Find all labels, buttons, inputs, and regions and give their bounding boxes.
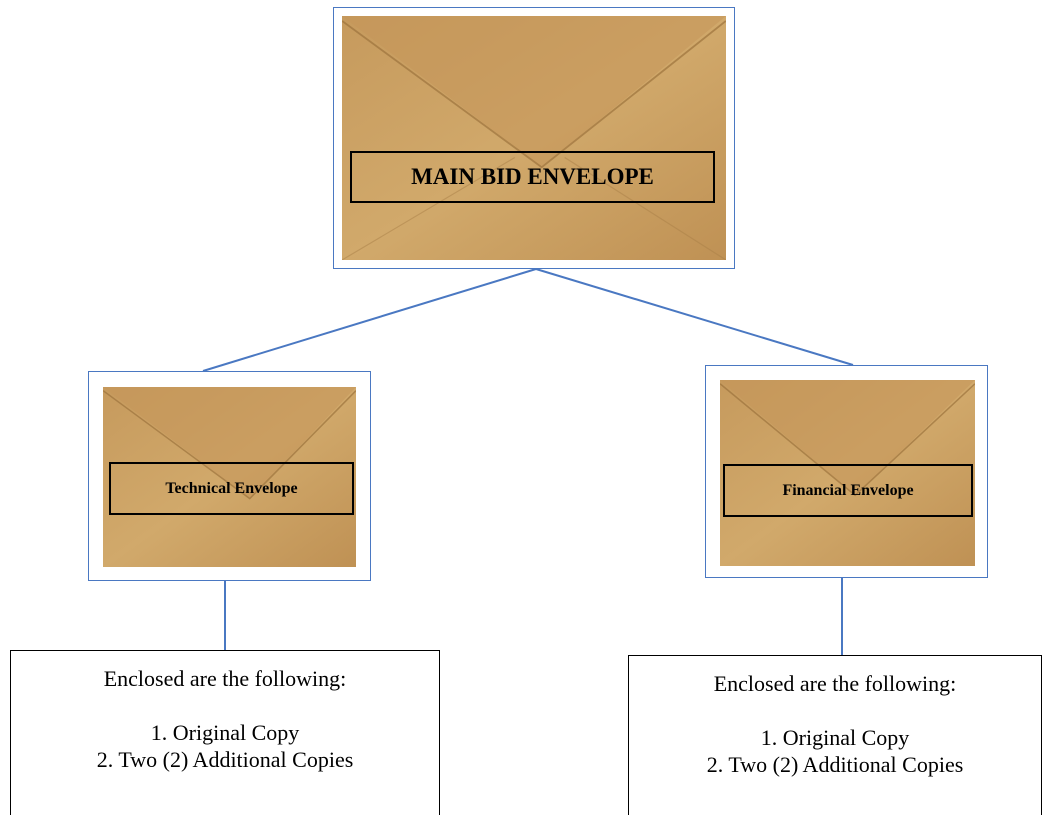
list-item: 2. Two (2) Additional Copies: [96, 747, 354, 772]
financial-contents-box: Enclosed are the following: 1. Original …: [628, 655, 1042, 815]
envelope-icon: [720, 380, 975, 566]
list-item: 2. Two (2) Additional Copies: [706, 752, 964, 777]
main-envelope-label: MAIN BID ENVELOPE: [350, 151, 715, 203]
list-item: 1. Original Copy: [760, 725, 910, 750]
technical-envelope-label: Technical Envelope: [109, 462, 354, 515]
envelope-icon: [103, 387, 356, 567]
main-envelope-frame: MAIN BID ENVELOPE: [333, 7, 735, 269]
technical-contents-box: Enclosed are the following: 1. Original …: [10, 650, 440, 815]
connector-main-to-financial: [535, 268, 854, 366]
technical-envelope-frame: Technical Envelope: [88, 371, 371, 581]
financial-contents-heading: Enclosed are the following:: [713, 671, 957, 696]
envelope-icon: [342, 16, 726, 260]
connector-main-to-technical: [202, 268, 537, 372]
technical-contents-heading: Enclosed are the following:: [103, 666, 347, 691]
list-item: 1. Original Copy: [150, 720, 300, 745]
financial-envelope-frame: Financial Envelope: [705, 365, 988, 578]
financial-envelope-label: Financial Envelope: [723, 464, 973, 517]
